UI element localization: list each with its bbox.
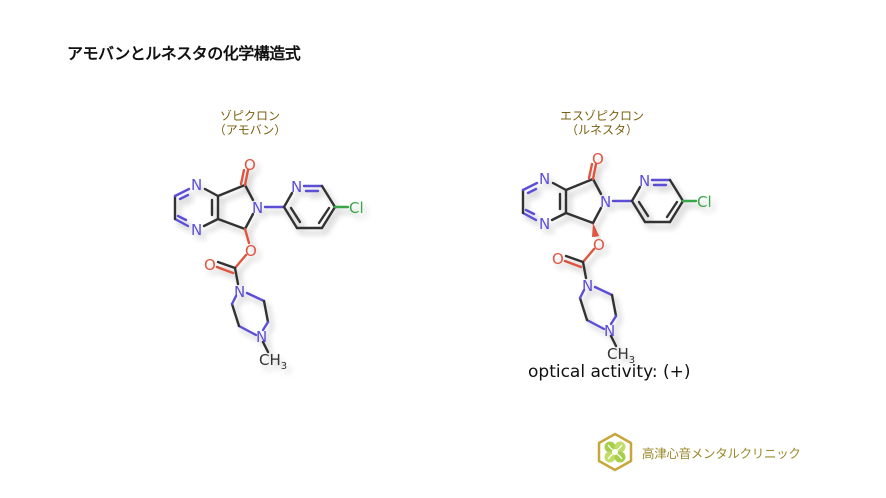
- atom-n-piperazine-2: N: [256, 328, 267, 346]
- atom-o-ester: O: [245, 242, 257, 260]
- atom-n-piperazine-1: N: [234, 283, 245, 301]
- eszopiclone-atom-labels: N N O N N Cl O O N N CH3: [539, 150, 712, 366]
- zopiclone-atom-labels: N N O N N Cl O O N N CH3: [191, 156, 364, 372]
- atom-cl: Cl: [349, 199, 364, 217]
- atom-n-pyrazine-2: N: [539, 215, 550, 233]
- atom-n-pyrazine-2: N: [191, 221, 202, 239]
- atom-n-pyrazine-1: N: [539, 170, 550, 188]
- atom-o-carbonyl: O: [244, 156, 256, 174]
- atom-n-piperazine-2: N: [604, 322, 615, 340]
- molecule-name: ゾピクロン: [219, 109, 280, 123]
- clinic-logo: 高津心音メンタルクリニック: [597, 432, 801, 472]
- atom-n-pyridine: N: [291, 178, 302, 196]
- hexagon-clover-icon: [597, 432, 633, 472]
- zopiclone-structure: [173, 168, 350, 354]
- molecule-brand: （アモバン）: [213, 123, 287, 137]
- optical-activity-label: optical activity: (+): [528, 362, 691, 382]
- molecule-name: エスゾピクロン: [559, 109, 644, 123]
- page-title: アモバンとルネスタの化学構造式: [67, 44, 301, 63]
- atom-o-carbamate: O: [204, 256, 216, 274]
- atom-n-imide: N: [600, 193, 611, 211]
- eszopiclone-structure: [521, 162, 698, 348]
- molecule-caption-eszopiclone: エスゾピクロン （ルネスタ）: [552, 109, 652, 137]
- atom-o-ester: O: [593, 236, 605, 254]
- molecule-brand: （ルネスタ）: [565, 123, 638, 137]
- atom-o-carbonyl: O: [592, 150, 604, 168]
- atom-o-carbamate: O: [552, 250, 564, 268]
- atom-n-pyridine: N: [639, 172, 650, 190]
- atom-n-imide: N: [252, 199, 263, 217]
- atom-cl: Cl: [697, 193, 712, 211]
- atom-methyl: CH3: [607, 345, 635, 366]
- atom-methyl: CH3: [259, 351, 287, 372]
- molecule-caption-zopiclone: ゾピクロン （アモバン）: [210, 109, 290, 137]
- atom-n-pyrazine-1: N: [191, 176, 202, 194]
- clinic-name: 高津心音メンタルクリニック: [642, 445, 801, 461]
- atom-n-piperazine-1: N: [582, 277, 593, 295]
